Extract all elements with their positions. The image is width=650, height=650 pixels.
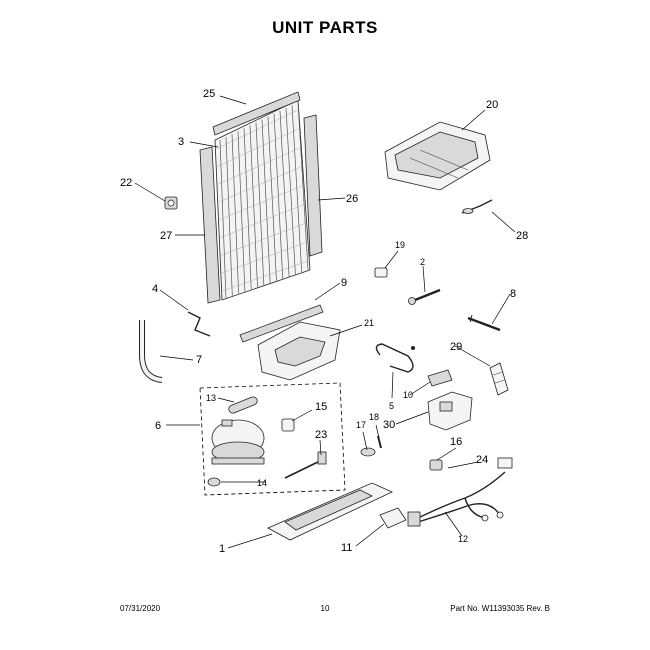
callout-3: 3 <box>178 136 184 148</box>
part-7-drain-hose <box>139 320 163 383</box>
part-29-bracket <box>489 362 509 396</box>
callout-1: 1 <box>219 543 225 555</box>
part-2-rod <box>408 288 441 305</box>
callout-24: 24 <box>476 454 488 466</box>
part-30-relay <box>427 391 473 431</box>
part-21-drain-pan <box>257 321 341 381</box>
callout-29: 29 <box>450 341 462 353</box>
part-20-housing <box>384 121 491 191</box>
callout-28: 28 <box>516 230 528 242</box>
part-10-plate <box>427 369 453 387</box>
condenser-coil <box>214 99 311 301</box>
part-1-base-plate <box>267 482 393 541</box>
footer-page-number: 10 <box>320 604 330 613</box>
callout-4: 4 <box>152 283 158 295</box>
callout-2: 2 <box>420 257 425 267</box>
part-19-clip <box>374 267 388 278</box>
part-28-thermistor <box>461 199 493 214</box>
callout-12: 12 <box>458 534 468 544</box>
footer-part-number: Part No. W11393035 Rev. B <box>450 604 550 613</box>
callout-20: 20 <box>486 99 498 111</box>
part-16-switch <box>429 459 443 471</box>
callout-9: 9 <box>341 277 347 289</box>
part-12-wire-harness <box>407 471 506 527</box>
callout-10: 10 <box>403 390 413 400</box>
page-title: UNIT PARTS <box>272 18 378 37</box>
callout-21: 21 <box>364 318 374 328</box>
callout-18: 18 <box>369 412 379 422</box>
callout-27: 27 <box>160 230 172 242</box>
part-9-bracket <box>239 304 324 343</box>
part-18-screw <box>377 435 382 449</box>
callout-19: 19 <box>395 240 405 250</box>
callout-16: 16 <box>450 436 462 448</box>
part-13-drier <box>228 396 258 414</box>
callout-30: 30 <box>383 419 395 431</box>
part-14-grommet <box>207 477 221 487</box>
part-8-bolt <box>467 314 501 332</box>
condenser-side-bracket-right <box>303 114 323 257</box>
part-15-bracket <box>281 418 295 432</box>
callout-6: 6 <box>155 420 161 432</box>
part-11-connector <box>379 507 407 529</box>
callout-22: 22 <box>120 177 132 189</box>
leader-lines <box>134 95 516 549</box>
callout-11: 11 <box>341 542 352 554</box>
callout-labels: 25 3 20 22 26 27 28 19 2 4 9 8 21 7 29 5… <box>120 88 528 555</box>
callout-14: 14 <box>257 478 267 488</box>
condenser-top-bracket <box>212 91 301 136</box>
callout-26: 26 <box>346 193 358 205</box>
part-5-tube <box>375 343 415 373</box>
footer-date: 07/31/2020 <box>120 604 161 613</box>
callout-7: 7 <box>196 354 202 366</box>
part-17-fitting <box>360 447 376 457</box>
callout-5: 5 <box>389 401 394 411</box>
callout-25: 25 <box>203 88 215 100</box>
compressor-group-box <box>199 382 346 496</box>
condenser-side-bracket-left <box>199 146 221 304</box>
part-4-tube <box>187 311 211 337</box>
part-24-plug <box>497 457 513 469</box>
callout-17: 17 <box>356 420 366 430</box>
callout-8: 8 <box>510 288 516 300</box>
part-23-tube <box>284 451 327 479</box>
callout-15: 15 <box>315 401 327 413</box>
compressor <box>211 419 265 465</box>
part-22-fitting <box>164 196 178 210</box>
callout-23: 23 <box>315 429 327 441</box>
callout-13: 13 <box>206 393 216 403</box>
